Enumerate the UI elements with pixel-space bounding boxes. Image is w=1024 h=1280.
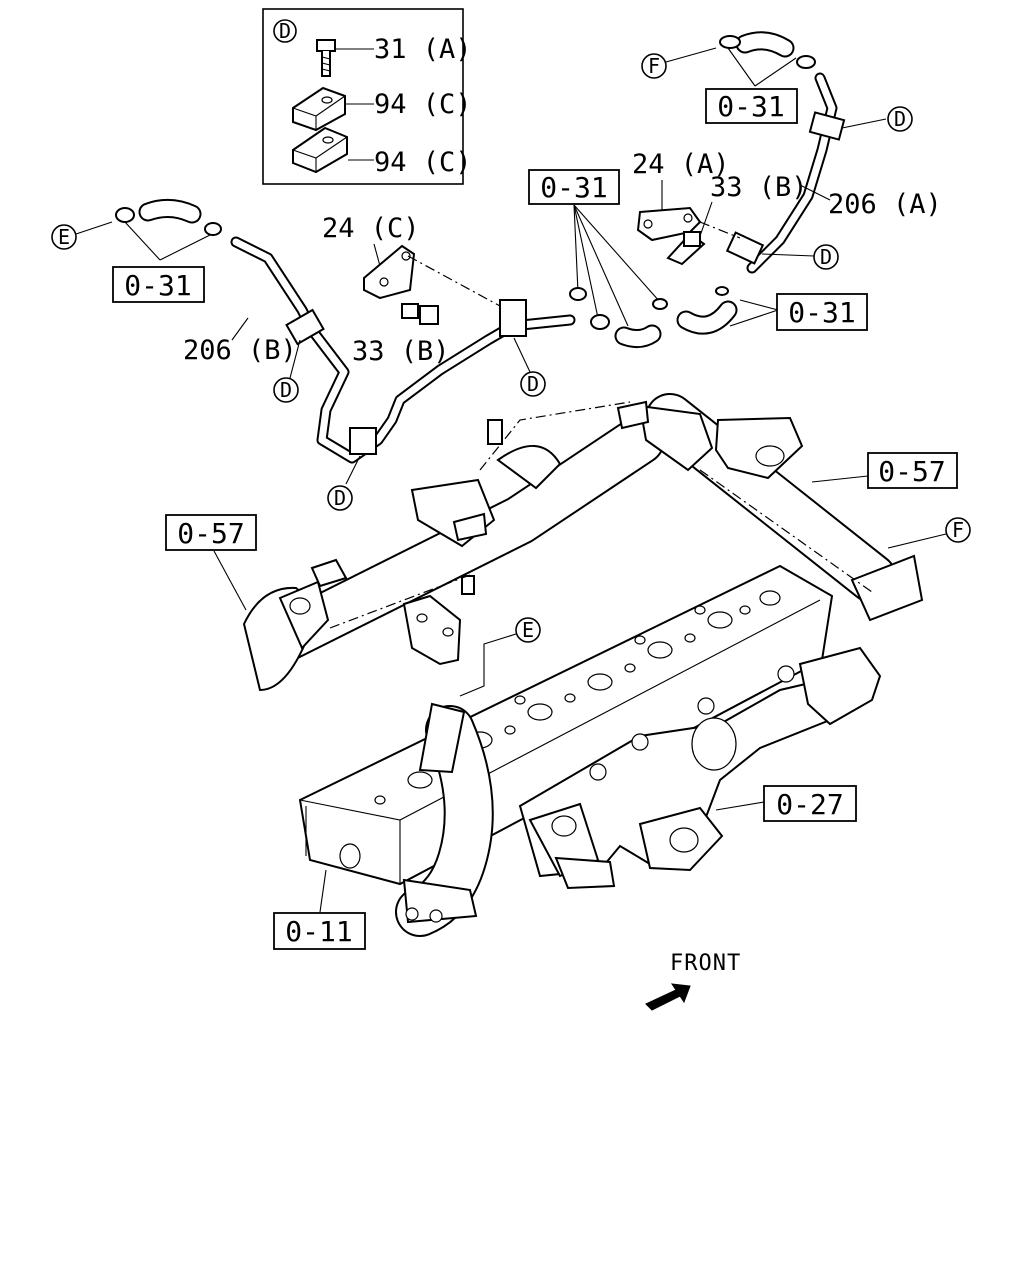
detail-marker-d: D	[273, 19, 297, 43]
bolt-31a	[316, 39, 374, 77]
svg-text:D: D	[280, 378, 292, 402]
callout-f-top: F	[641, 47, 717, 79]
svg-text:E: E	[522, 618, 534, 642]
callout-d-left-lower: D	[327, 485, 353, 511]
svg-text:D: D	[527, 372, 539, 396]
bracket-24c	[363, 244, 416, 300]
detail-label-94c-upper: 94 (C)	[374, 89, 472, 120]
callout-e-center: E	[459, 617, 541, 697]
hose-clamp-icon	[719, 35, 741, 49]
egr-cooler-assembly	[242, 393, 924, 692]
svg-text:D: D	[820, 245, 832, 269]
detail-label-31a: 31 (A)	[374, 34, 472, 65]
ref-box-0-31-center: 0-31	[528, 169, 620, 205]
clamp-94c-upper	[292, 86, 374, 132]
ref-box-0-31-left: 0-31	[112, 266, 205, 303]
bolt-33b-left	[401, 303, 439, 325]
pipe-clamp-icon	[349, 427, 377, 455]
svg-text:0-57: 0-57	[878, 455, 945, 488]
callout-e-left: E	[51, 221, 113, 250]
intake-manifold	[518, 646, 882, 890]
label-206a: 206 (A)	[828, 189, 942, 220]
pipe-206b	[230, 236, 576, 464]
svg-text:E: E	[58, 225, 70, 249]
svg-text:0-57: 0-57	[177, 517, 244, 550]
ref-box-0-11: 0-11	[273, 912, 366, 950]
pipe-clamp-icon	[725, 231, 765, 265]
svg-text:F: F	[952, 518, 964, 542]
detail-box-d: D 31 (A) 94 (C) 94 (C)	[262, 8, 472, 185]
label-24a: 24 (A)	[632, 149, 730, 180]
ref-box-0-57-left: 0-57	[165, 514, 257, 551]
hose-kit-left	[115, 199, 222, 261]
detail-label-94c-lower: 94 (C)	[374, 147, 472, 178]
svg-text:F: F	[648, 54, 660, 78]
ref-box-0-27: 0-27	[763, 785, 857, 822]
label-24c: 24 (C)	[322, 213, 420, 244]
ref-box-0-57-right: 0-57	[867, 452, 958, 489]
svg-text:0-31: 0-31	[124, 269, 191, 302]
svg-text:D: D	[894, 107, 906, 131]
hose-kit-center	[569, 286, 738, 349]
bolt-33b-right	[666, 231, 706, 266]
label-33b-right: 33 (B)	[710, 172, 808, 203]
pipe-206a	[725, 72, 846, 274]
label-206b: 206 (B)	[183, 335, 297, 366]
callout-d-top-right: D	[887, 106, 913, 132]
svg-text:0-11: 0-11	[285, 915, 352, 948]
front-arrow-icon	[645, 983, 691, 1011]
ref-box-0-31-top-right: 0-31	[705, 88, 798, 124]
pipe-clamp-icon	[499, 299, 527, 337]
front-label: FRONT	[670, 951, 741, 976]
svg-text:0-31: 0-31	[717, 90, 784, 123]
callout-d-right-mid: D	[813, 244, 839, 270]
pipe-clamp-icon	[808, 111, 846, 141]
callout-d-left-upper: D	[273, 377, 299, 403]
hose-clamp-icon	[796, 55, 816, 69]
egr-front-pipe	[395, 702, 494, 937]
label-33b-left: 33 (B)	[352, 336, 450, 367]
callout-f-right: F	[887, 517, 971, 549]
svg-text:D: D	[334, 486, 346, 510]
svg-text:D: D	[279, 19, 291, 43]
pipe-clamp-icon	[285, 308, 325, 346]
callout-d-center: D	[520, 371, 546, 397]
svg-text:0-31: 0-31	[540, 171, 607, 204]
svg-text:0-27: 0-27	[776, 788, 843, 821]
svg-text:0-31: 0-31	[788, 296, 855, 329]
hose-kit-top-right	[719, 31, 816, 87]
clamp-94c-lower	[292, 126, 374, 174]
ref-box-0-31-right-mid: 0-31	[776, 293, 868, 331]
